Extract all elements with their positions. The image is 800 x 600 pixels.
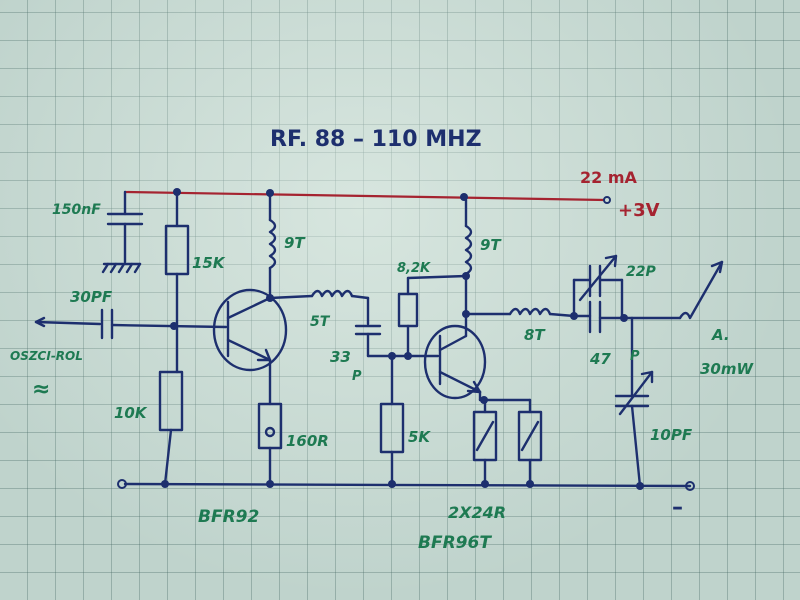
oscillator-symbol: ≈ <box>32 377 50 402</box>
decoupling-capacitor <box>101 190 144 274</box>
variable-capacitor-label: 10PF <box>650 426 693 444</box>
oscillator-label: OSZCI-ROL <box>10 349 83 363</box>
junction-dots <box>161 188 644 490</box>
resistor-10k <box>158 370 184 486</box>
coupling-capacitor-label: 33 <box>330 348 351 366</box>
series-capacitor-label: 47 <box>589 350 611 368</box>
resistors-2x24r <box>472 390 543 486</box>
antenna-label: A. <box>711 326 730 344</box>
circuit-title: RF. 88 – 110 MHZ <box>270 127 482 152</box>
resistor-5k-label: 5K <box>408 428 431 446</box>
input-capacitor <box>34 308 228 340</box>
ground-minus-label: – <box>672 495 683 520</box>
resistor-160r <box>257 358 283 486</box>
supply-terminal <box>603 196 611 204</box>
collector-wire <box>268 294 314 300</box>
coil-9t-stage1-label: 9T <box>284 234 306 252</box>
coil-9t-stage1 <box>268 190 277 300</box>
input-capacitor-label: 30PF <box>70 288 113 306</box>
coil-8t-label: 8T <box>524 326 546 344</box>
decoupling-capacitor-label: 150nF <box>52 202 101 218</box>
transistor-bfr96t-label: BFR96T <box>418 533 492 553</box>
supply-voltage-label: +3V <box>618 200 660 221</box>
resistor-160r-label: 160R <box>286 432 329 450</box>
ground-terminal-left <box>117 479 127 489</box>
output-power-label: 30mW <box>700 360 755 378</box>
coil-9t-stage2 <box>464 198 473 338</box>
variable-capacitor-10pf <box>614 316 654 488</box>
coil-5t <box>310 289 370 326</box>
transistor-bfr92-label: BFR92 <box>198 507 259 527</box>
resistor-15k-label: 15K <box>192 254 226 272</box>
coil-9t-stage2-label: 9T <box>480 236 502 254</box>
antenna <box>678 260 724 320</box>
resistor-15k <box>164 190 190 374</box>
coupling-capacitor-unit: P <box>352 369 362 384</box>
coil-5t-label: 5T <box>310 314 331 330</box>
transistor-bfr92 <box>212 288 288 372</box>
ground-terminal-right <box>685 481 695 491</box>
ground-rail <box>123 482 692 488</box>
supply-current-label: 22 mA <box>580 168 638 187</box>
resistor-8k2 <box>397 274 468 358</box>
series-capacitor-unit: P <box>630 349 640 364</box>
coil-8t <box>508 307 576 318</box>
resistor-5k <box>379 354 405 486</box>
trimmer-capacitor-label: 22P <box>626 264 656 280</box>
transistor-bfr96t <box>423 324 487 400</box>
resistor-8k2-label: 8,2K <box>397 261 431 276</box>
resistor-10k-label: 10K <box>114 404 148 422</box>
resistors-2x24r-label: 2X24R <box>448 503 506 522</box>
supply-rail <box>124 190 606 202</box>
